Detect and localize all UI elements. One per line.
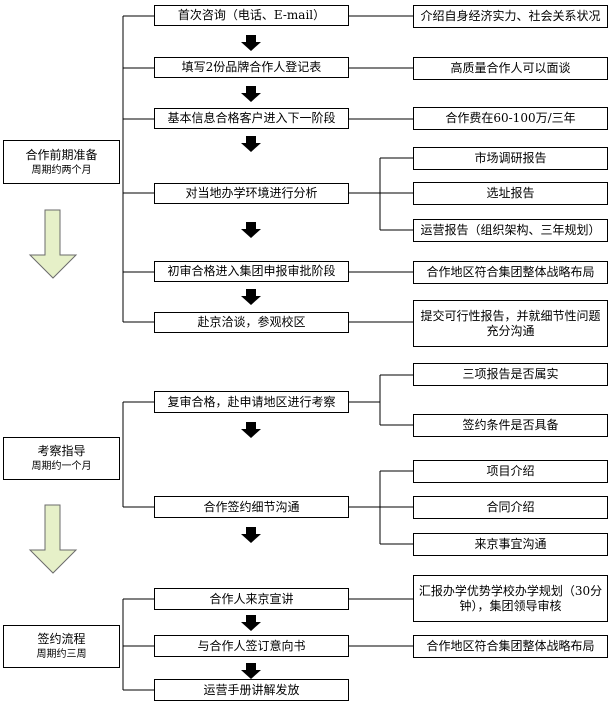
phase-title: 考察指导 xyxy=(37,444,86,458)
down-arrow-icon xyxy=(241,86,261,102)
note-box: 汇报办学优势学校办学规划（30分钟），集团领导审核 xyxy=(413,575,608,622)
phase-title: 合作前期准备 xyxy=(25,147,98,162)
note-box: 选址报告 xyxy=(413,182,608,205)
down-arrow-icon xyxy=(241,289,261,305)
note-box: 市场调研报告 xyxy=(413,147,608,170)
step-box: 填写2份品牌合作人登记表 xyxy=(154,57,349,78)
phase-transition-arrow-icon xyxy=(28,209,78,279)
phase-transition-arrow-icon xyxy=(28,504,78,574)
step-box: 对当地办学环境进行分析 xyxy=(154,183,349,204)
note-box: 高质量合作人可以面谈 xyxy=(413,57,608,80)
down-arrow-icon xyxy=(241,615,261,631)
note-box: 合作地区符合集团整体战略布局 xyxy=(413,635,608,658)
note-box: 合同介绍 xyxy=(413,496,608,519)
down-arrow-icon xyxy=(241,663,261,679)
note-box: 来京事宜沟通 xyxy=(413,533,608,556)
note-box: 介绍自身经济实力、社会关系状况 xyxy=(413,5,608,28)
note-box: 合作地区符合集团整体战略布局 xyxy=(413,261,608,284)
note-box: 项目介绍 xyxy=(413,460,608,483)
step-box: 合作人来京宣讲 xyxy=(154,588,349,610)
phase-box-signing: 签约流程 周期约三周 xyxy=(3,625,120,668)
phase-period: 周期约三周 xyxy=(36,649,87,660)
note-box: 合作费在60-100万/三年 xyxy=(413,107,608,130)
step-box: 运营手册讲解发放 xyxy=(154,679,349,701)
step-box: 复审合格，赴申请地区进行考察 xyxy=(154,391,349,413)
note-box: 提交可行性报告，并就细节性问题充分沟通 xyxy=(413,300,608,347)
step-box: 首次咨询（电话、E-mail） xyxy=(154,5,349,26)
down-arrow-icon xyxy=(241,422,261,438)
down-arrow-icon xyxy=(241,222,261,238)
step-box: 赴京洽谈，参观校区 xyxy=(154,312,349,333)
phase-title: 签约流程 xyxy=(37,632,86,646)
phase-box-preparation: 合作前期准备 周期约两个月 xyxy=(3,140,120,184)
phase-period: 周期约两个月 xyxy=(31,164,92,176)
note-box: 签约条件是否具备 xyxy=(413,414,608,437)
phase-period: 周期约一个月 xyxy=(31,461,92,472)
note-box: 三项报告是否属实 xyxy=(413,363,608,386)
step-box: 初审合格进入集团申报审批阶段 xyxy=(154,261,349,282)
down-arrow-icon xyxy=(241,136,261,152)
down-arrow-icon xyxy=(241,527,261,543)
phase-box-inspection: 考察指导 周期约一个月 xyxy=(3,437,120,480)
step-box: 基本信息合格客户进入下一阶段 xyxy=(154,108,349,129)
step-box: 与合作人签订意向书 xyxy=(154,635,349,657)
note-box: 运营报告（组织架构、三年规划） xyxy=(413,219,608,242)
down-arrow-icon xyxy=(241,35,261,51)
step-box: 合作签约细节沟通 xyxy=(154,496,349,518)
